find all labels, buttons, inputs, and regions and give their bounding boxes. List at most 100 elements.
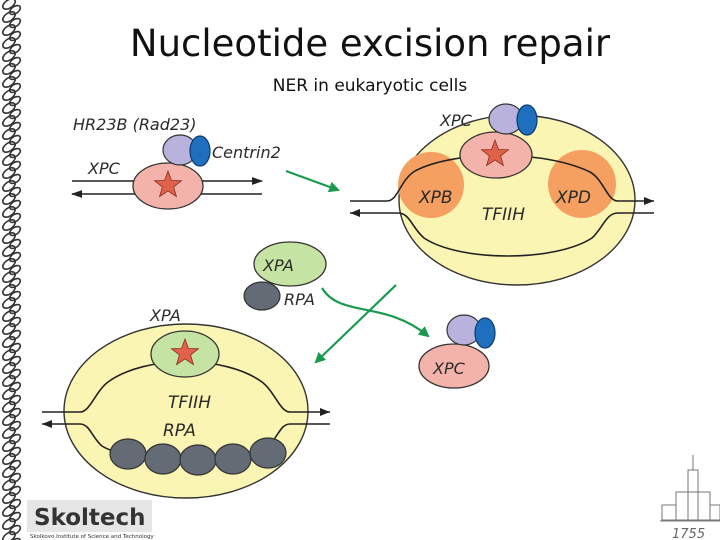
xpa-label: XPA <box>262 256 294 275</box>
chain-link <box>2 375 16 387</box>
panel-verification: XPA TFIIH RPA <box>42 306 330 499</box>
skoltech-logo: Skoltech Skolkovo Institute of Science a… <box>27 500 154 540</box>
chain-link <box>8 147 22 159</box>
chain-link <box>8 355 22 367</box>
chain-link <box>2 128 16 140</box>
strand-arrowhead <box>644 197 654 205</box>
arrow-xpc-release <box>321 287 430 338</box>
chain-link <box>8 199 22 211</box>
rpa-protein <box>214 443 252 475</box>
arrow-to-opening <box>285 169 341 193</box>
xpb-protein <box>398 152 464 218</box>
chain-link <box>2 232 16 244</box>
strand-arrowhead <box>320 408 330 416</box>
chain-link <box>2 219 16 231</box>
chain-link <box>2 141 16 153</box>
chain-link <box>2 492 16 504</box>
chain-link <box>2 206 16 218</box>
emblem-tower <box>687 469 699 521</box>
centrin2-label: Centrin2 <box>212 143 281 162</box>
university-emblem <box>660 455 720 522</box>
chain-link <box>2 453 16 465</box>
chain-link <box>8 407 22 419</box>
chain-link <box>2 245 16 257</box>
chain-link <box>8 433 22 445</box>
chain-link <box>8 277 22 289</box>
chain-link <box>2 323 16 335</box>
chain-link <box>8 108 22 120</box>
chain-link <box>8 160 22 172</box>
chain-link <box>2 50 16 62</box>
chain-link <box>2 427 16 439</box>
xpc-label: XPC <box>87 159 121 178</box>
strand-arrowhead <box>42 420 52 428</box>
chain-link <box>8 251 22 263</box>
chain-link <box>2 193 16 205</box>
rpa-protein <box>109 438 147 470</box>
dna-bubble-bottom <box>350 212 654 257</box>
chain-link <box>8 303 22 315</box>
chain-link <box>2 102 16 114</box>
lesion-star <box>480 138 510 167</box>
logo-wordmark: Skoltech <box>34 505 146 531</box>
chain-link <box>2 401 16 413</box>
hr23b-label: HR23B (Rad23) <box>73 115 197 134</box>
chain-link <box>2 414 16 426</box>
rpa-protein <box>243 281 281 311</box>
chain-link <box>8 95 22 107</box>
tfiih-label: TFIIH <box>168 393 211 413</box>
chain-link <box>8 69 22 81</box>
rpa-protein <box>179 444 217 476</box>
chain-link <box>2 115 16 127</box>
chain-link <box>2 336 16 348</box>
lesion-star <box>153 169 183 198</box>
arrow-to-verification <box>314 284 397 364</box>
chain-link <box>8 238 22 250</box>
chain-link <box>8 394 22 406</box>
xpd-protein <box>548 150 616 218</box>
chain-link <box>2 310 16 322</box>
chain-link <box>8 186 22 198</box>
slide-subtitle: NER in eukaryotic cells <box>272 76 468 96</box>
chain-link <box>2 518 16 530</box>
tfiih-label: TFIIH <box>482 205 525 225</box>
rpa-label: RPA <box>163 421 196 441</box>
chain-link <box>8 472 22 484</box>
chain-link <box>8 511 22 523</box>
chain-link <box>2 37 16 49</box>
chain-link <box>8 264 22 276</box>
chain-link <box>8 459 22 471</box>
chain-link <box>8 368 22 380</box>
centrin2-protein <box>516 104 538 136</box>
centrin2-protein <box>474 317 496 349</box>
lesion-star <box>170 337 200 366</box>
chain-link <box>8 420 22 432</box>
chain-link <box>2 24 16 36</box>
released-xpc-protein <box>418 343 490 389</box>
emblem-wing-right <box>709 504 720 521</box>
xpc-label: XPC <box>439 111 473 130</box>
chain-link <box>8 4 22 16</box>
centrin2-protein <box>189 135 211 167</box>
chain-link <box>8 134 22 146</box>
chain-link <box>2 154 16 166</box>
chain-link <box>8 498 22 510</box>
slide-title: Nucleotide excision repair <box>129 22 611 65</box>
xpb-label: XPB <box>418 188 453 208</box>
chain-link <box>8 485 22 497</box>
panel-recognition: HR23B (Rad23) Centrin2 XPC <box>70 115 281 210</box>
chain-link <box>2 297 16 309</box>
chain-link <box>2 531 16 540</box>
logo-tagline: Skolkovo Institute of Science and Techno… <box>30 534 154 540</box>
chain-link <box>2 63 16 75</box>
chain-link <box>2 479 16 491</box>
chain-link <box>2 167 16 179</box>
chain-link <box>8 212 22 224</box>
emblem-building <box>675 491 711 521</box>
chain-link <box>2 349 16 361</box>
released-xpc-label: XPC <box>432 359 466 378</box>
chain-link <box>2 284 16 296</box>
chain-link <box>2 89 16 101</box>
